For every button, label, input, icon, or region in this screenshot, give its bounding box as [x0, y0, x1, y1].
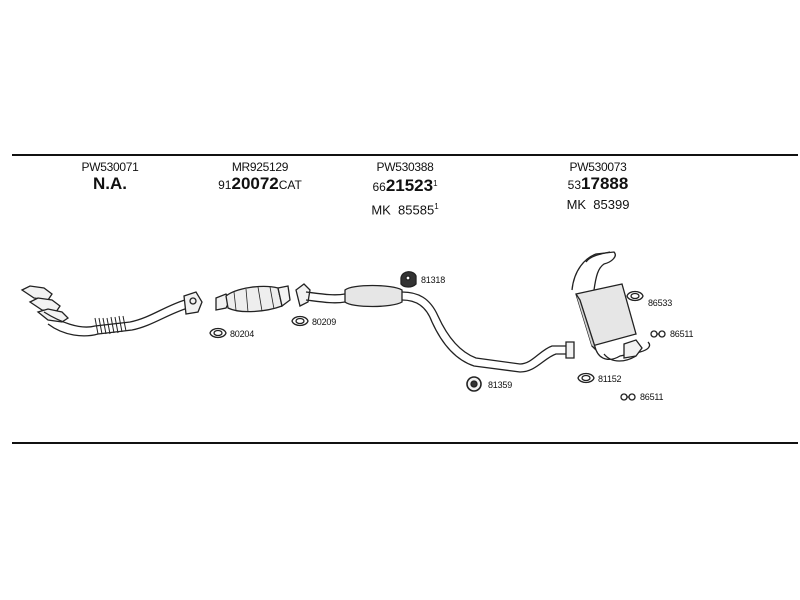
rubber-mount-icon [466, 376, 482, 392]
not-available-label: N.A. [93, 174, 127, 193]
catalog-prefix: 91 [218, 178, 232, 192]
catalog-main: 21523 [385, 176, 434, 195]
mounting-kit-number: MK 85399 [548, 195, 648, 215]
hanger-icon [400, 271, 417, 288]
part-label: 81359 [488, 380, 513, 390]
part-label: 86511 [640, 392, 664, 402]
catalog-main: 17888 [581, 174, 629, 193]
part-number: PW530388 [376, 160, 434, 174]
column-rear-silencer: PW530073 5317888 MK 85399 [548, 160, 648, 215]
column-middle-silencer: PW530388 66215231 MK 855851 [355, 160, 455, 220]
catalog-number: 66215231 [355, 174, 455, 197]
footnote-mark: 1 [434, 202, 439, 211]
catalog-prefix: 66 [372, 180, 386, 194]
part-number: PW530073 [569, 160, 627, 174]
rear-silencer [571, 251, 651, 362]
gasket-icon [291, 315, 309, 327]
catalog-main: 20072 [231, 174, 279, 193]
catalog-number: 9120072CAT [210, 174, 310, 195]
top-rule [12, 154, 798, 156]
part-label: 86533 [648, 298, 673, 308]
column-catalyst: MR925129 9120072CAT [210, 160, 310, 195]
mounting-kit: MK 85585 [371, 202, 435, 218]
gasket-icon [209, 327, 227, 339]
part-label: 80209 [312, 317, 337, 327]
footnote-mark: 1 [433, 179, 438, 188]
gasket-icon [577, 372, 595, 384]
column-front-pipe: PW530071 N.A. [80, 160, 140, 194]
flex-section [94, 315, 127, 335]
catalog-prefix: 53 [567, 178, 582, 192]
bottom-rule [12, 442, 798, 444]
part-label: 81152 [598, 374, 622, 384]
part-number: MR925129 [231, 160, 289, 174]
clamp-icon [650, 330, 666, 338]
part-number: PW530071 [81, 160, 139, 174]
part-label: 81318 [421, 275, 446, 285]
middle-pipe [295, 283, 575, 373]
front-pipe [20, 285, 203, 337]
part-label: 86511 [670, 329, 694, 339]
mounting-kit: MK 85399 [566, 197, 630, 212]
catalog-number: 5317888 [548, 174, 648, 195]
mounting-kit-number: MK 855851 [355, 197, 455, 220]
catalog-suffix: CAT [278, 178, 302, 192]
clamp-icon [620, 393, 636, 401]
gasket-icon [626, 290, 644, 302]
catalytic-converter [215, 285, 291, 313]
part-label: 80204 [230, 329, 255, 339]
